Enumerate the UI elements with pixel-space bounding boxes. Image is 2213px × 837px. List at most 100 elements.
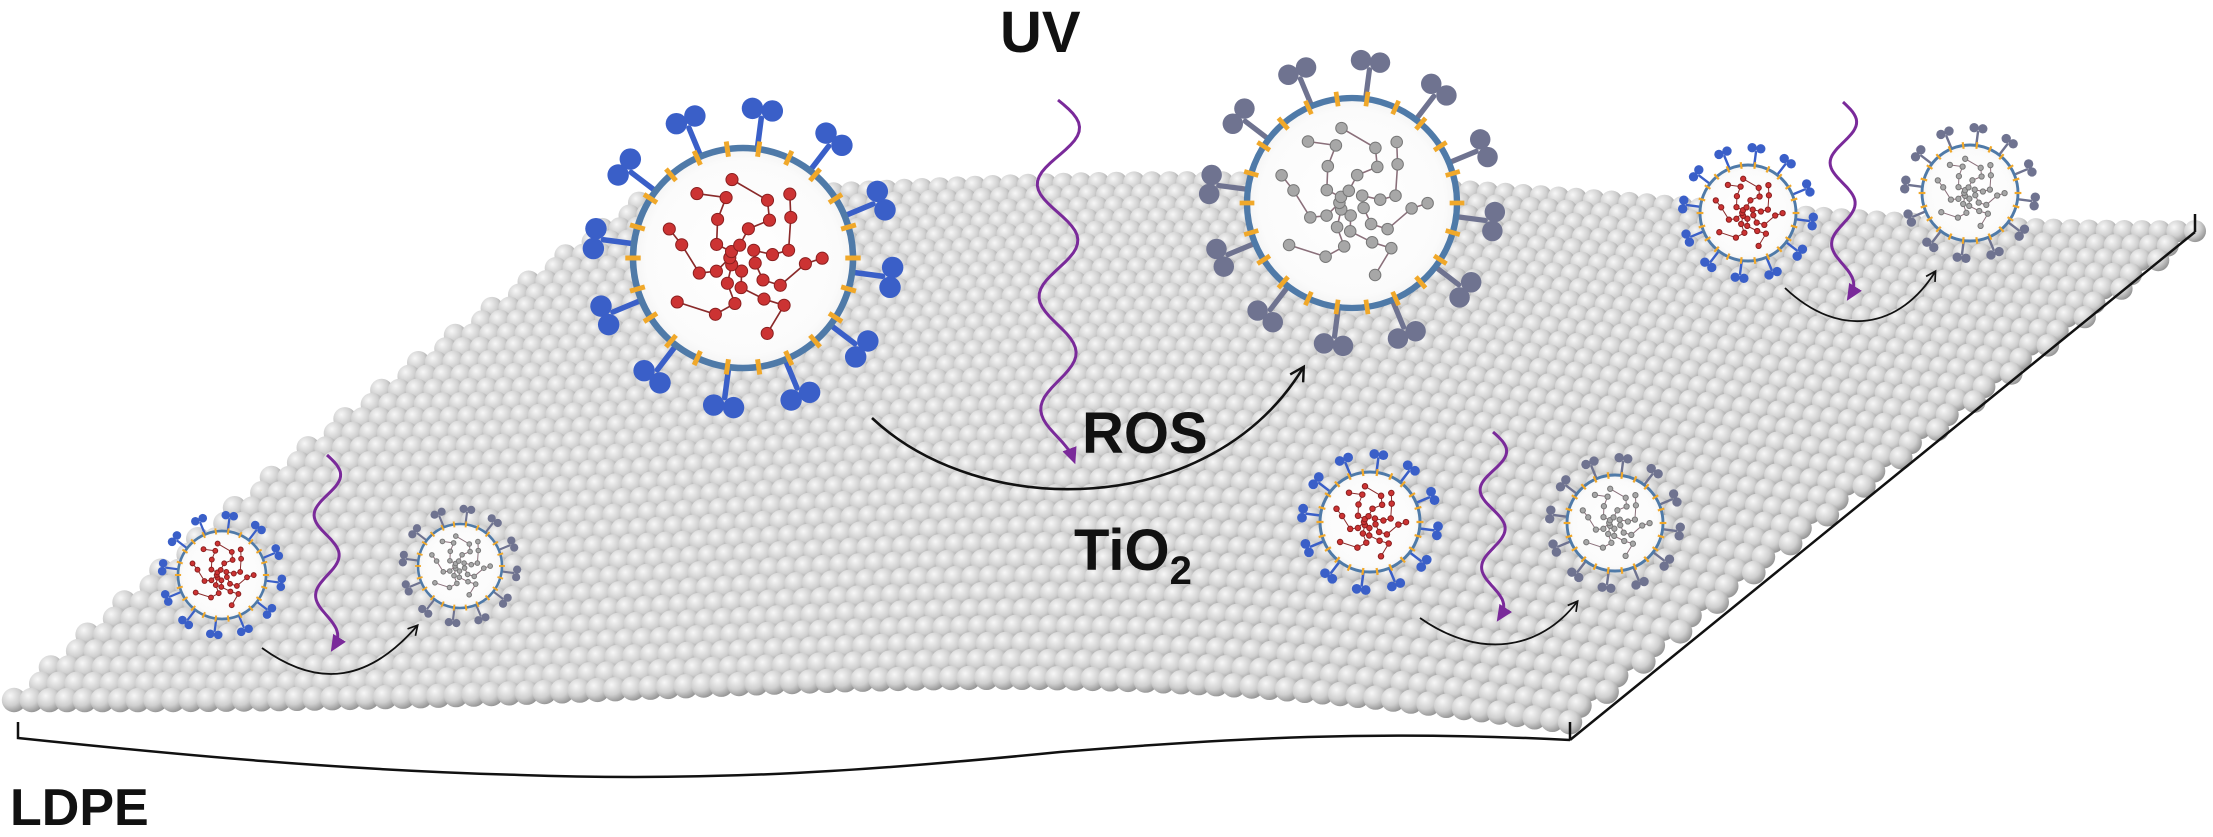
virus-interior (633, 148, 853, 368)
membrane-protein (755, 358, 763, 375)
rna-bead (454, 580, 460, 587)
rna-bead (782, 243, 796, 257)
spike-head (815, 122, 837, 144)
virus-interior (1922, 145, 2018, 241)
rna-bead (228, 602, 235, 609)
spike-head (881, 256, 904, 279)
virus-interior (1247, 98, 1457, 308)
spike-head (1952, 252, 1962, 262)
rna-bead (439, 538, 446, 545)
spike-head (1477, 146, 1498, 168)
spike-stalk (168, 590, 183, 598)
nanoparticle-sphere (1027, 665, 1052, 691)
rna-bead (1391, 158, 1404, 171)
rna-bead (467, 548, 473, 555)
rna-bead (1320, 209, 1333, 222)
membrane-protein (475, 524, 480, 531)
spike-stalk (438, 515, 445, 529)
rna-bead (1938, 209, 1945, 216)
nanoparticle-sphere (408, 684, 433, 709)
nanoparticle-sphere (726, 671, 752, 697)
nanoparticle-sphere (1168, 670, 1194, 695)
spike-stalk (165, 566, 180, 571)
membrane-protein (1256, 140, 1272, 153)
membrane-protein (1606, 567, 1610, 574)
membrane-protein (840, 284, 857, 294)
rna-bead (212, 547, 219, 554)
rna-bead (741, 222, 755, 236)
spike-stalk (1658, 498, 1673, 506)
rna-bead (1955, 173, 1963, 180)
rna-bead (1330, 220, 1344, 234)
spike-head (2008, 139, 2018, 149)
membrane-protein (2006, 216, 2014, 222)
spike-head (831, 134, 853, 157)
nanoparticle-sphere (1451, 695, 1477, 721)
rna-bead (429, 552, 435, 558)
spike-head (401, 580, 410, 589)
rna-bead (1623, 503, 1630, 510)
membrane-protein (1753, 162, 1757, 169)
spike-head (1298, 503, 1309, 514)
nanoparticle-sphere (160, 687, 186, 713)
rna-bead (1385, 241, 1398, 255)
rna-bead (1716, 229, 1723, 236)
membrane-protein (238, 531, 243, 539)
membrane-protein (1713, 246, 1720, 253)
spike-stalk (1329, 560, 1341, 575)
spike-head (503, 593, 512, 602)
membrane-protein (429, 594, 436, 601)
membrane-protein (1580, 556, 1587, 563)
rna-bead (227, 588, 234, 595)
rna-bead (464, 571, 471, 578)
rna-bead (1755, 242, 1762, 250)
spike-head (1213, 256, 1235, 277)
spike-stalk (1557, 540, 1572, 548)
spike-head (437, 507, 446, 516)
spike-head (1436, 85, 1457, 106)
spike-head (404, 587, 413, 596)
rna-bead (1599, 544, 1607, 551)
substrate-front-edge (16, 722, 1571, 779)
spike-stalk (1399, 469, 1411, 484)
rna-bead (1621, 537, 1628, 545)
nanoparticle-sphere (1080, 666, 1105, 692)
rna-bead (1421, 196, 1434, 210)
spike-stalk (186, 608, 197, 621)
spike-head (1664, 554, 1675, 564)
rna-bead (1966, 195, 1973, 202)
spike-head (590, 295, 612, 317)
spike-head (1961, 253, 1971, 263)
spike-head (1551, 547, 1562, 557)
spike-head (1805, 187, 1815, 197)
membrane-protein (201, 611, 206, 619)
spike-stalk (1794, 218, 1811, 223)
rna-bead (1755, 184, 1762, 191)
membrane-protein (1657, 507, 1665, 512)
nanoparticle-sphere (1742, 560, 1766, 585)
spike-stalk (1907, 183, 1924, 188)
nanoparticle-sphere (37, 687, 62, 713)
spike-head (1297, 512, 1307, 523)
spike-head (2030, 192, 2040, 202)
spike-head (1739, 273, 1749, 283)
membrane-protein (2012, 204, 2020, 209)
spike-head (205, 629, 215, 639)
spike-head (1548, 539, 1558, 549)
nanoparticle-sphere (1062, 666, 1088, 691)
membrane-protein (1651, 494, 1659, 500)
rna-bead (480, 565, 487, 572)
spike-head (1313, 333, 1335, 354)
spike-stalk (1931, 229, 1943, 243)
rna-bead (728, 296, 742, 311)
nanoparticle-sphere (54, 687, 80, 713)
rna-bead (1354, 512, 1362, 520)
membrane-protein (497, 552, 504, 556)
membrane-protein (248, 605, 254, 612)
spike-head (665, 112, 688, 135)
membrane-protein (1713, 173, 1720, 180)
spike-head (1343, 452, 1353, 463)
spike-head (1801, 179, 1812, 189)
spike-stalk (500, 570, 515, 575)
membrane-protein (1926, 164, 1934, 170)
